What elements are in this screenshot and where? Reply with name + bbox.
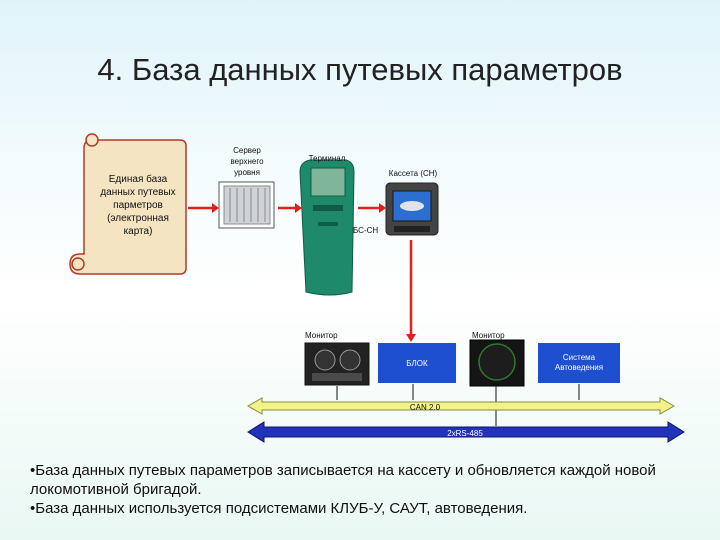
autopilot-box: Система Автоведения (538, 343, 620, 383)
rs485-bus-label: 2xRS-485 (447, 429, 483, 438)
can-bus (246, 397, 676, 415)
server-label: Сервер верхнего уровня (230, 146, 264, 177)
slide-title: 4. База данных путевых параметров (97, 52, 623, 87)
right-monitor-icon (469, 339, 525, 387)
can-bus-label: CAN 2.0 (409, 403, 441, 412)
cassette-icon (385, 182, 439, 236)
terminal-label: Терминал (308, 154, 346, 163)
bs-label: БС-СН (353, 226, 379, 235)
server-icon (218, 181, 275, 229)
flow-arrows (188, 203, 416, 342)
left-monitor-icon (304, 342, 370, 386)
cassette-label: Кассета (СН) (388, 169, 438, 178)
terminal-icon (299, 159, 355, 296)
bullet-item-2: •База данных используется подсистемами К… (30, 500, 528, 517)
right-monitor-label: Монитор (472, 331, 505, 340)
blok-box: БЛОК (378, 343, 456, 383)
bullet-list: •База данных путевых параметров записыва… (30, 461, 710, 518)
scroll-icon (69, 133, 187, 275)
bullet-item-1: •База данных путевых параметров записыва… (30, 462, 656, 498)
scroll-label: Единая база данных путевых парметров (эл… (100, 174, 176, 237)
left-monitor-label: Монитор (305, 331, 338, 340)
rs485-bus (247, 421, 685, 443)
